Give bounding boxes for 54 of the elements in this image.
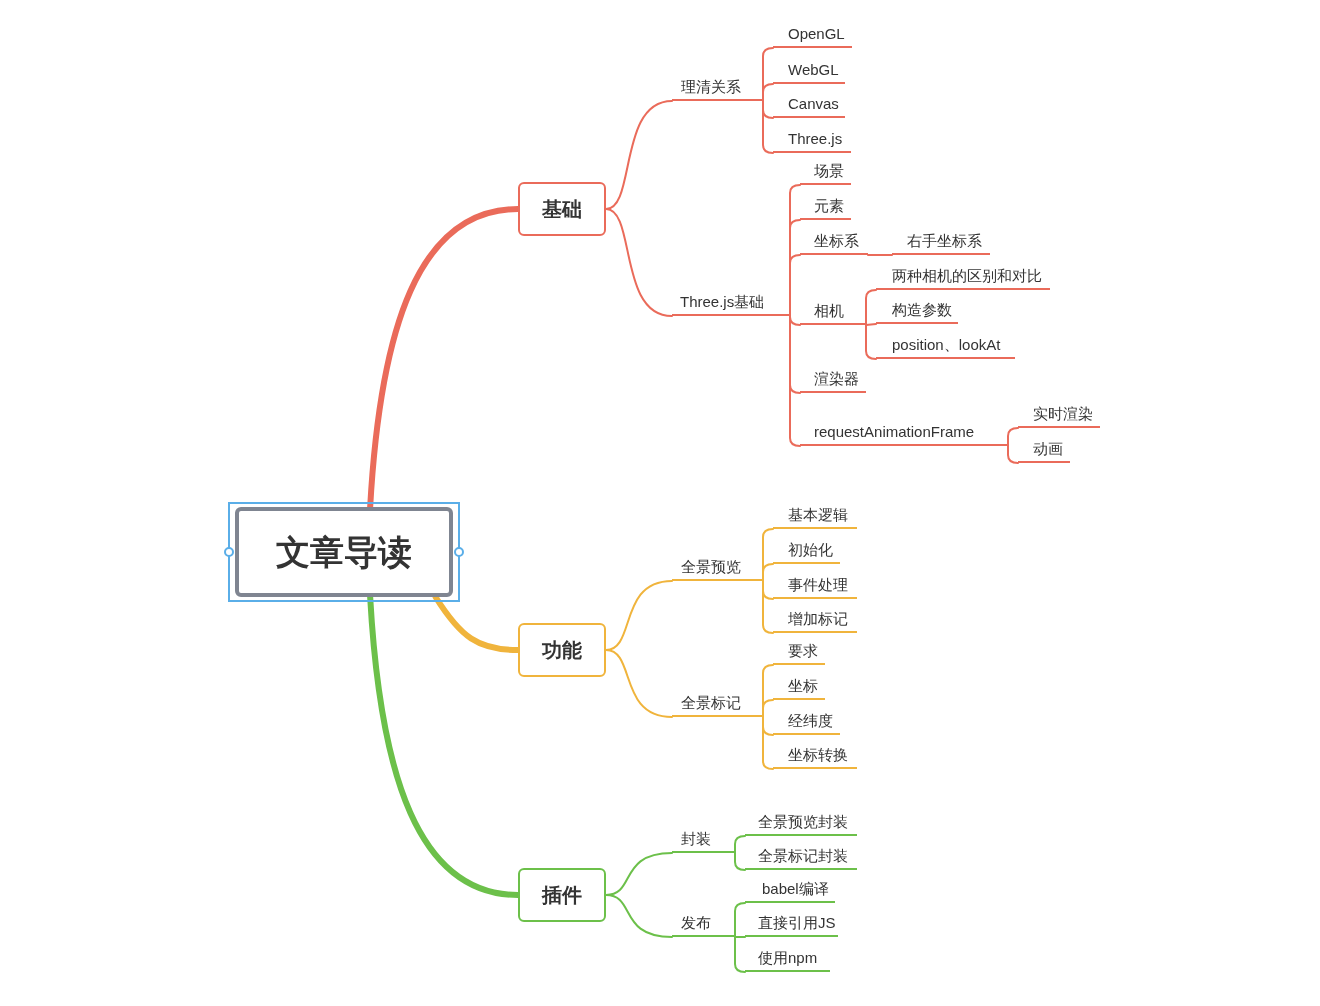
subtopic: WebGL xyxy=(773,58,845,84)
branch-line xyxy=(1007,445,1019,464)
subtopic: 经纬度 xyxy=(773,709,840,735)
main-topic: 功能 xyxy=(518,623,606,677)
branch-line xyxy=(762,83,774,102)
subtopic: Three.js xyxy=(773,127,851,153)
branch-line xyxy=(605,100,673,210)
subtopic: 发布 xyxy=(672,911,735,937)
subtopic: 右手坐标系 xyxy=(892,229,990,255)
subtopic: Three.js基础 xyxy=(672,290,790,316)
subtopic: 增加标记 xyxy=(773,607,857,633)
subtopic: 要求 xyxy=(773,639,825,665)
subtopic: 相机 xyxy=(800,299,866,325)
branch-line xyxy=(762,563,774,582)
subtopic: 场景 xyxy=(800,159,851,185)
subtopic: 全景预览封装 xyxy=(745,810,857,836)
main-topic: 插件 xyxy=(518,868,606,922)
branch-line xyxy=(867,254,893,256)
branch-line xyxy=(789,254,801,317)
subtopic: position、lookAt xyxy=(876,333,1015,359)
branch-line xyxy=(734,835,746,854)
subtopic: 渲染器 xyxy=(800,367,866,393)
subtopic: OpenGL xyxy=(773,22,852,48)
subtopic: 全景预览 xyxy=(672,555,763,581)
branch-line xyxy=(865,323,877,326)
branch-line xyxy=(605,208,673,317)
subtopic: 全景标记封装 xyxy=(745,844,857,870)
subtopic: 使用npm xyxy=(745,946,830,972)
subtopic: Canvas xyxy=(773,92,845,118)
main-topic: 基础 xyxy=(518,182,606,236)
subtopic: 全景标记 xyxy=(672,691,763,717)
subtopic: 坐标系 xyxy=(800,229,868,255)
subtopic: 动画 xyxy=(1018,437,1070,463)
branch-line xyxy=(762,699,774,718)
subtopic: 坐标 xyxy=(773,674,825,700)
subtopic: 封装 xyxy=(672,827,735,853)
subtopic: requestAnimationFrame xyxy=(800,420,1008,446)
subtopic: 两种相机的区别和对比 xyxy=(876,264,1050,290)
subtopic: 基本逻辑 xyxy=(773,503,857,529)
subtopic: 直接引用JS xyxy=(745,911,838,937)
branch-line xyxy=(734,936,746,938)
subtopic: 初始化 xyxy=(773,538,840,564)
subtopic: 坐标转换 xyxy=(773,743,857,769)
subtopic: 事件处理 xyxy=(773,573,857,599)
central-topic: 文章导读 xyxy=(235,507,453,597)
subtopic: 实时渲染 xyxy=(1018,402,1100,428)
subtopic: 元素 xyxy=(800,194,851,220)
subtopic: 构造参数 xyxy=(876,298,958,324)
branch-line xyxy=(605,649,673,718)
branch-line xyxy=(734,852,746,871)
branch-line xyxy=(1007,427,1019,447)
subtopic: 理清关系 xyxy=(672,75,763,101)
branch-line xyxy=(605,894,673,938)
subtopic: babel编译 xyxy=(745,877,835,903)
